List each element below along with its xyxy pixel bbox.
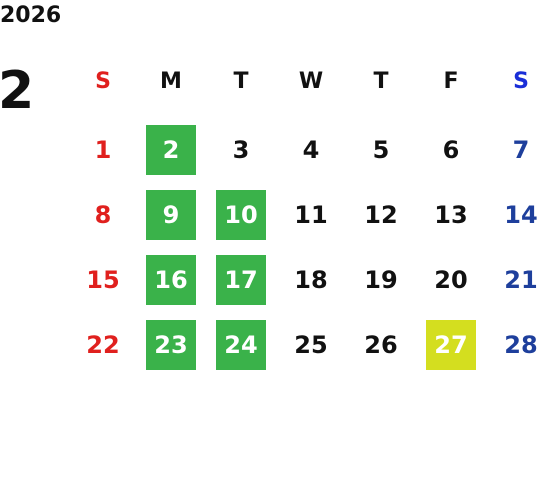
weekday-header: T xyxy=(373,68,389,94)
day-cell[interactable]: 28 xyxy=(504,331,538,359)
day-cell[interactable]: 19 xyxy=(364,266,398,294)
day-cell[interactable]: 26 xyxy=(364,331,398,359)
day-cell[interactable]: 23 xyxy=(146,320,196,370)
weekday-header: S xyxy=(513,68,529,94)
day-cell[interactable]: 21 xyxy=(504,266,538,294)
day-cell[interactable]: 10 xyxy=(216,190,266,240)
day-cell[interactable]: 18 xyxy=(294,266,328,294)
day-cell[interactable]: 8 xyxy=(94,201,112,229)
day-cell[interactable]: 3 xyxy=(232,136,250,164)
weekday-header: S xyxy=(95,68,111,94)
day-cell[interactable]: 6 xyxy=(442,136,460,164)
day-cell[interactable]: 15 xyxy=(86,266,120,294)
day-cell[interactable]: 2 xyxy=(146,125,196,175)
day-cell[interactable]: 27 xyxy=(426,320,476,370)
day-cell[interactable]: 11 xyxy=(294,201,328,229)
day-cell[interactable]: 13 xyxy=(434,201,468,229)
weekday-header: M xyxy=(160,68,182,94)
day-cell[interactable]: 14 xyxy=(504,201,538,229)
day-cell[interactable]: 22 xyxy=(86,331,120,359)
weekday-header: W xyxy=(298,68,324,94)
weekday-header: T xyxy=(233,68,249,94)
day-cell[interactable]: 25 xyxy=(294,331,328,359)
day-cell[interactable]: 20 xyxy=(434,266,468,294)
day-cell[interactable]: 5 xyxy=(372,136,390,164)
day-cell[interactable]: 24 xyxy=(216,320,266,370)
day-cell[interactable]: 1 xyxy=(94,136,112,164)
month-label: 2 xyxy=(0,61,35,121)
year-label: 2026 xyxy=(0,3,62,28)
day-cell[interactable]: 4 xyxy=(302,136,320,164)
weekday-header: F xyxy=(443,68,459,94)
day-cell[interactable]: 7 xyxy=(512,136,530,164)
day-cell[interactable]: 17 xyxy=(216,255,266,305)
day-cell[interactable]: 9 xyxy=(146,190,196,240)
day-cell[interactable]: 16 xyxy=(146,255,196,305)
day-cell[interactable]: 12 xyxy=(364,201,398,229)
